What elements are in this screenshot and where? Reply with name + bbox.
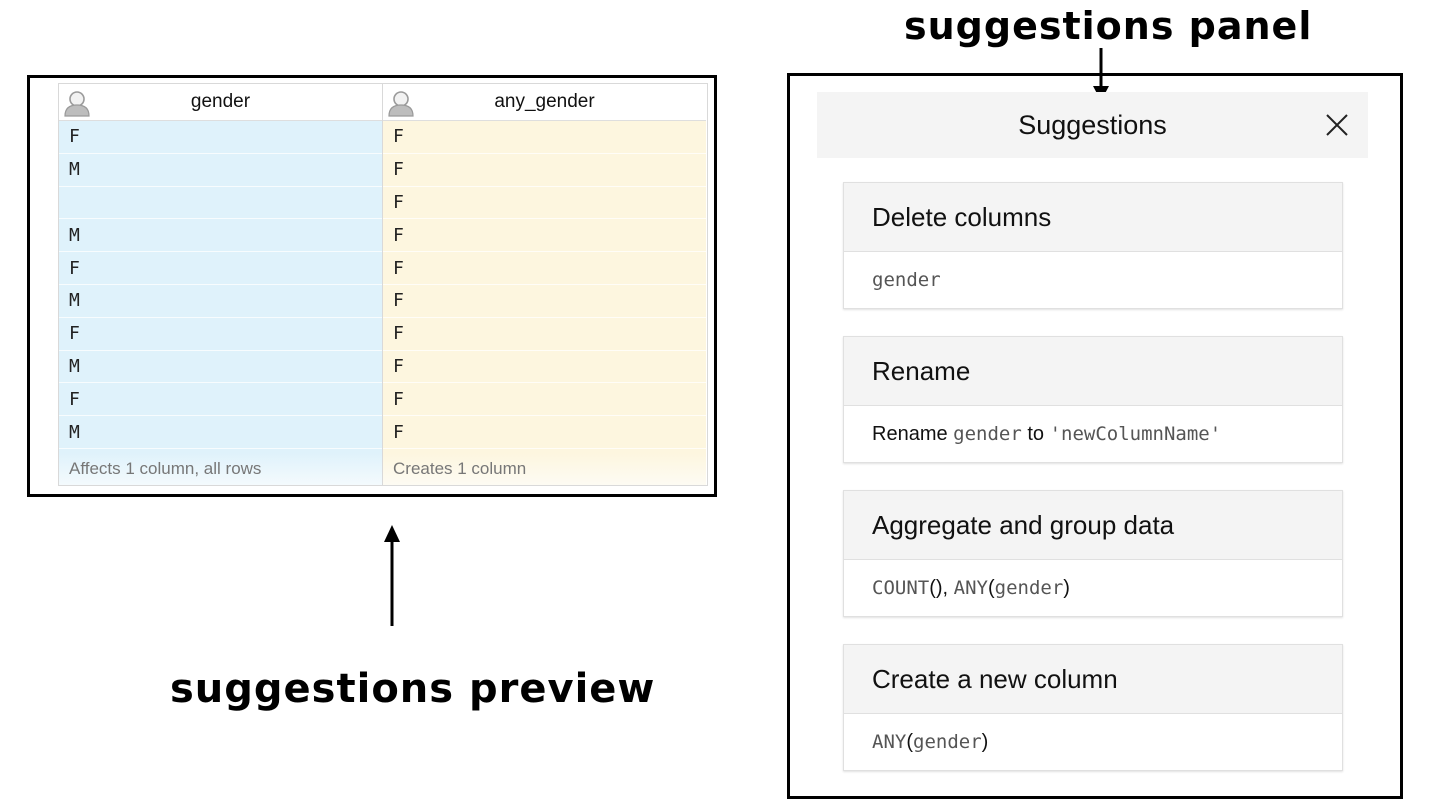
panel-title: Suggestions bbox=[1018, 109, 1167, 140]
column-name-token: gender bbox=[953, 423, 1022, 445]
table-cell: F bbox=[59, 318, 382, 351]
column-body-gender: F M M F M F M F M Affects 1 column, all … bbox=[59, 121, 382, 485]
column-header-label: gender bbox=[190, 91, 251, 112]
body-text: ( bbox=[987, 576, 995, 599]
suggestion-card-aggregate[interactable]: Aggregate and group data COUNT(), ANY(ge… bbox=[843, 490, 1343, 617]
table-cell: M bbox=[59, 351, 382, 384]
column-body-any-gender: F F F F F F F F F F Creates 1 column bbox=[383, 121, 706, 485]
suggestion-card-body: ANY(gender) bbox=[844, 714, 1342, 770]
preview-column-gender[interactable]: gender F M M F M F M F M Affects 1 colum… bbox=[59, 84, 382, 485]
suggestion-card-delete-columns[interactable]: Delete columns gender bbox=[843, 182, 1343, 309]
body-text: ( bbox=[906, 730, 913, 753]
column-name-token: gender bbox=[994, 577, 1064, 599]
body-text: ) bbox=[1063, 576, 1070, 599]
suggestions-preview-frame: gender F M M F M F M F M Affects 1 colum… bbox=[27, 75, 717, 497]
suggestions-panel: Suggestions Delete columns gender Rename… bbox=[787, 73, 1403, 799]
table-cell: M bbox=[59, 416, 382, 449]
table-cell: F bbox=[383, 416, 706, 449]
column-header-gender[interactable]: gender bbox=[59, 84, 382, 121]
new-name-token: 'newColumnName' bbox=[1049, 423, 1222, 445]
suggestion-card-body: COUNT(), ANY(gender) bbox=[844, 560, 1342, 616]
table-cell: F bbox=[383, 219, 706, 253]
body-text: to bbox=[1021, 422, 1050, 445]
table-cell: F bbox=[59, 121, 382, 154]
preview-column-any-gender[interactable]: any_gender F F F F F F F F F F Creates 1… bbox=[382, 84, 706, 485]
column-name-token: gender bbox=[872, 269, 941, 291]
suggestion-card-body: gender bbox=[844, 252, 1342, 308]
suggestion-card-title: Delete columns bbox=[844, 183, 1342, 252]
table-cell: M bbox=[59, 219, 382, 253]
suggestion-card-rename[interactable]: Rename Rename gender to 'newColumnName' bbox=[843, 336, 1343, 463]
table-cell: F bbox=[383, 318, 706, 351]
column-header-any-gender[interactable]: any_gender bbox=[383, 84, 706, 121]
table-cell: F bbox=[59, 252, 382, 285]
close-icon[interactable] bbox=[1324, 112, 1350, 138]
table-cell bbox=[59, 187, 382, 220]
body-text: Rename bbox=[872, 422, 954, 445]
suggestion-card-title: Rename bbox=[844, 337, 1342, 406]
table-cell: F bbox=[383, 154, 706, 187]
suggestions-panel-annotation: suggestions panel bbox=[904, 4, 1313, 48]
user-icon bbox=[64, 91, 90, 117]
suggestions-preview-annotation: suggestions preview bbox=[170, 666, 656, 712]
body-text: ) bbox=[981, 730, 989, 753]
table-cell: F bbox=[59, 383, 382, 417]
table-cell: F bbox=[383, 351, 706, 384]
table-cell: F bbox=[383, 252, 706, 285]
table-cell: F bbox=[383, 285, 706, 318]
column-name-token: gender bbox=[913, 731, 982, 753]
preview-table: gender F M M F M F M F M Affects 1 colum… bbox=[58, 83, 708, 486]
table-cell: M bbox=[59, 285, 382, 318]
column-header-label: any_gender bbox=[494, 91, 595, 112]
suggestion-card-body: Rename gender to 'newColumnName' bbox=[844, 406, 1342, 462]
table-cell: M bbox=[59, 154, 382, 187]
column-footer-gender: Affects 1 column, all rows bbox=[59, 453, 382, 485]
column-footer-any-gender: Creates 1 column bbox=[383, 453, 706, 485]
panel-header: Suggestions bbox=[817, 92, 1368, 158]
body-text: (), bbox=[929, 576, 954, 599]
table-cell: F bbox=[383, 187, 706, 220]
table-cell: F bbox=[383, 383, 706, 417]
function-token: COUNT bbox=[872, 577, 930, 599]
function-token: ANY bbox=[953, 577, 988, 599]
function-token: ANY bbox=[872, 731, 907, 753]
arrow-up-icon bbox=[384, 525, 400, 626]
suggestion-card-title: Create a new column bbox=[844, 645, 1342, 714]
user-icon bbox=[388, 91, 414, 117]
suggestion-card-title: Aggregate and group data bbox=[844, 491, 1342, 560]
suggestion-card-create-column[interactable]: Create a new column ANY(gender) bbox=[843, 644, 1343, 771]
table-cell: F bbox=[383, 121, 706, 154]
